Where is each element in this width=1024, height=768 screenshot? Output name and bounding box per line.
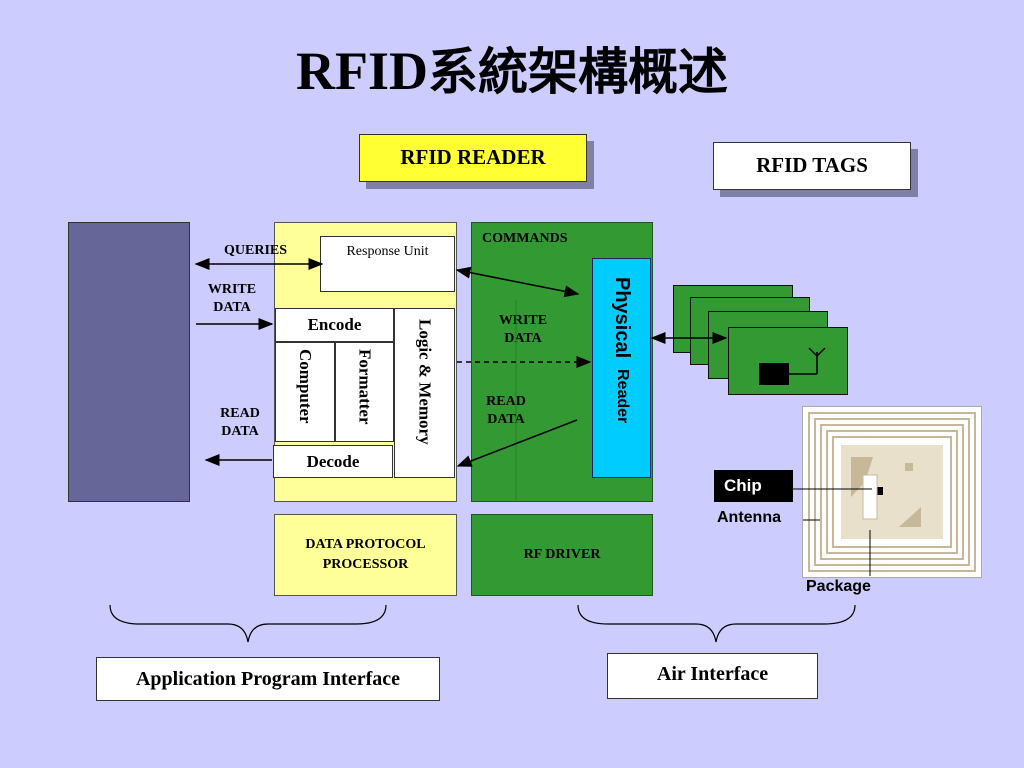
decode-label: Decode [306,452,360,471]
queries-label: QUERIES [224,243,288,258]
decode-box: Decode [273,445,393,478]
rf-driver-label: RF DRIVER [523,547,601,562]
commands-arrow [455,266,580,298]
response-unit-box: Response Unit [320,236,455,292]
physical-reader-box: Physical Reader [592,258,651,478]
rfid-reader-header: RFID READER [359,134,587,182]
api-box: Application Program Interface [96,657,440,701]
chip-label: Chip [714,470,793,502]
write-data-right-label: WRITE DATA [498,313,548,346]
package-label: Package [806,578,871,595]
rfid-tags-header: RFID TAGS [713,142,911,190]
write-data-left-label: WRITE DATA [207,282,257,315]
encode-box: Encode [275,308,394,342]
commands-label: COMMANDS [482,231,568,246]
data-protocol-processor-box: DATA PROTOCOL PROCESSOR [274,514,457,596]
rf-driver-box: RF DRIVER [471,514,653,596]
tag-coil-graphic [808,412,976,572]
formatter-box: Formatter [335,342,394,442]
air-interface-box: Air Interface [607,653,818,699]
computer-box: Computer [275,342,335,442]
tag-card-4 [728,327,848,395]
reader-label: Reader [614,368,631,423]
title-cjk: 系統架構概述 [428,42,728,101]
logic-memory-box: Logic & Memory [394,308,455,478]
api-brace [109,604,387,643]
logic-memory-label: Logic & Memory [415,319,435,445]
rfid-tag-illustration [802,406,982,578]
antenna-label: Antenna [717,509,781,526]
tag-chip-icon [759,363,789,385]
air-brace [577,604,856,643]
response-unit-label: Response Unit [346,244,429,259]
title-latin: RFID [296,41,428,101]
slide-title: RFID系統架構概述 [0,38,1024,105]
formatter-label: Formatter [355,349,375,425]
read-data-left-label: READ DATA [220,406,260,439]
encode-label: Encode [307,315,362,334]
physical-label: Physical [611,277,633,359]
computer-label: Computer [296,349,315,424]
read-data-right-arrow [456,419,578,467]
data-protocol-processor-label: DATA PROTOCOL PROCESSOR [305,537,426,572]
application-block [68,222,190,502]
tag-antenna-icon [789,347,826,375]
